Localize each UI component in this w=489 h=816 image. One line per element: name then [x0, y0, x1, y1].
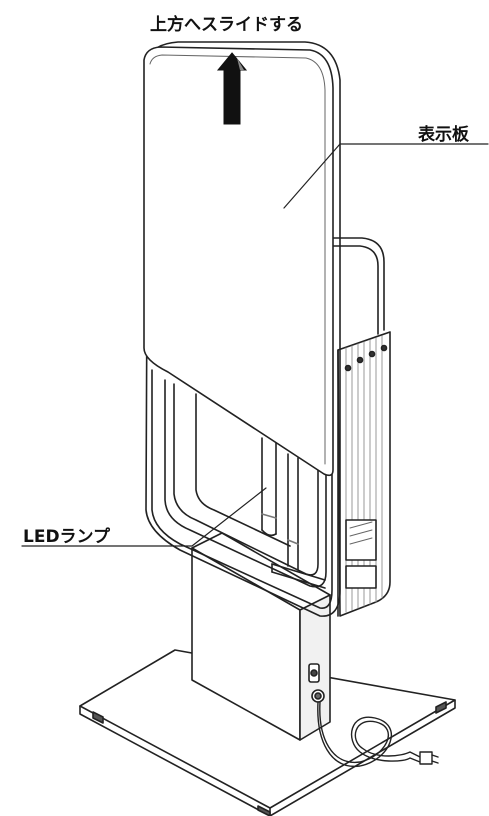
arrow-up-icon	[216, 52, 248, 125]
inner-frame	[164, 379, 327, 588]
rating-label	[345, 565, 377, 589]
side-casing	[337, 331, 391, 617]
led-lamp-label: LEDランプ	[23, 527, 111, 547]
leader-line-display-panel	[283, 143, 489, 209]
led-lamp-assembly	[261, 437, 326, 589]
power-cord	[317, 701, 439, 767]
leader-line-led-lamp	[21, 487, 267, 547]
power-plug	[419, 751, 433, 765]
slide-up-label: 上方へスライドする	[150, 15, 303, 35]
outer-frame	[145, 41, 341, 617]
display-panel	[143, 46, 334, 477]
floor-base-plate	[79, 649, 456, 816]
display-panel-label: 表示板	[418, 125, 469, 145]
warning-plate	[345, 519, 377, 561]
back-frame	[329, 237, 385, 335]
